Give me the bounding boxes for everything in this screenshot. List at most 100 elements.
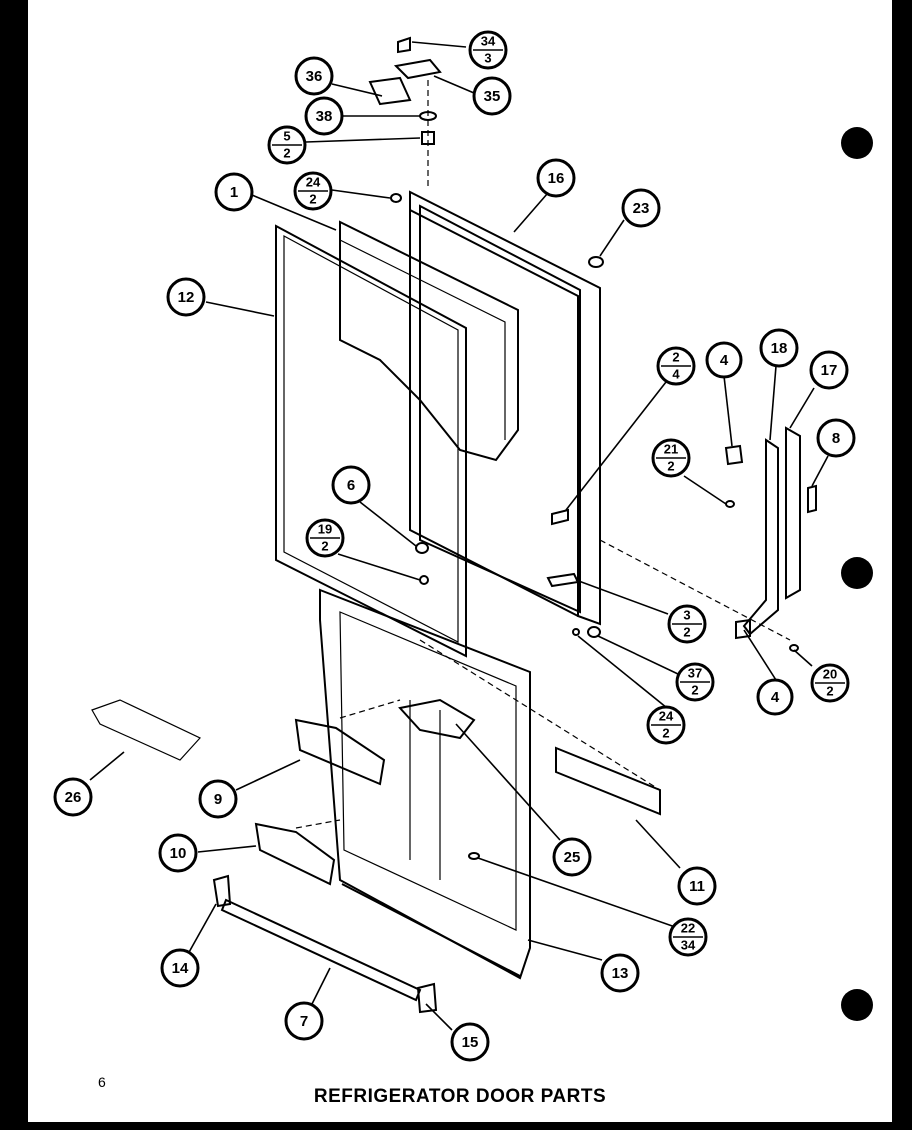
callout-24-2-lower: 242 <box>646 705 686 745</box>
svg-text:2: 2 <box>691 682 698 697</box>
svg-text:3: 3 <box>484 50 491 65</box>
svg-text:21: 21 <box>664 441 678 456</box>
callout-26: 26 <box>53 777 93 817</box>
fastener <box>419 575 429 585</box>
callout-12: 12 <box>166 277 206 317</box>
bin-part-10 <box>254 822 336 886</box>
callout-10: 10 <box>158 833 198 873</box>
callout-14: 14 <box>160 948 200 988</box>
svg-text:16: 16 <box>548 170 565 187</box>
callout-5-2: 52 <box>267 125 307 165</box>
callout-9: 9 <box>198 779 238 819</box>
top-hinge-assembly <box>368 36 442 190</box>
svg-text:11: 11 <box>689 878 705 895</box>
svg-text:37: 37 <box>688 665 702 680</box>
binder-hole-bottom <box>841 989 873 1021</box>
fastener <box>468 852 480 860</box>
callout-3-2: 32 <box>667 604 707 644</box>
callout-6: 6 <box>331 465 371 505</box>
binder-hole-top <box>841 127 873 159</box>
svg-text:2: 2 <box>283 145 290 160</box>
fastener <box>546 572 580 588</box>
lower-door-liner <box>319 588 531 980</box>
svg-text:4: 4 <box>720 352 729 369</box>
binder-hole-middle <box>841 557 873 589</box>
callout-8: 8 <box>816 418 856 458</box>
diagram-title: REFRIGERATOR DOOR PARTS <box>313 1086 607 1107</box>
callout-25: 25 <box>552 837 592 877</box>
callout-16: 16 <box>536 158 576 198</box>
svg-text:1: 1 <box>230 184 238 201</box>
callout-23: 23 <box>621 188 661 228</box>
svg-text:34: 34 <box>681 937 696 952</box>
bracket-part-14 <box>212 874 232 908</box>
svg-text:12: 12 <box>178 289 195 306</box>
bracket-part-15 <box>416 982 438 1014</box>
callout-24-2: 242 <box>293 171 333 211</box>
svg-text:36: 36 <box>306 68 323 85</box>
fastener <box>390 193 402 203</box>
fastener <box>551 508 569 526</box>
svg-text:24: 24 <box>659 708 674 723</box>
svg-text:6: 6 <box>347 477 355 494</box>
page-number: 6 <box>98 1074 106 1090</box>
handle-assembly <box>724 426 817 640</box>
door-gasket <box>275 224 467 658</box>
svg-text:24: 24 <box>306 174 321 189</box>
svg-text:25: 25 <box>564 849 581 866</box>
callout-15: 15 <box>450 1022 490 1062</box>
svg-text:23: 23 <box>633 200 650 217</box>
door-liner-panel <box>339 220 519 462</box>
svg-text:14: 14 <box>172 960 189 977</box>
panel-part-11 <box>555 746 661 816</box>
svg-text:2: 2 <box>667 458 674 473</box>
svg-text:2: 2 <box>672 349 679 364</box>
svg-text:17: 17 <box>821 362 838 379</box>
callout-18: 18 <box>759 328 799 368</box>
kick-plate-part <box>220 898 422 1002</box>
callout-35: 35 <box>472 76 512 116</box>
svg-text:3: 3 <box>683 607 690 622</box>
callout-38: 38 <box>304 96 344 136</box>
svg-text:22: 22 <box>681 920 695 935</box>
svg-text:15: 15 <box>462 1034 479 1051</box>
callout-21-2: 212 <box>651 438 691 478</box>
svg-text:2: 2 <box>321 538 328 553</box>
svg-text:13: 13 <box>612 965 629 982</box>
svg-text:38: 38 <box>316 108 333 125</box>
callout-4-lower: 4 <box>756 678 794 716</box>
callout-17: 17 <box>809 350 849 390</box>
svg-text:35: 35 <box>484 88 501 105</box>
tray-part <box>398 698 476 740</box>
svg-text:19: 19 <box>318 521 332 536</box>
fastener <box>415 542 429 554</box>
shelf-part <box>91 699 201 761</box>
svg-text:2: 2 <box>683 624 690 639</box>
callout-4: 4 <box>705 341 743 379</box>
callout-37-2: 372 <box>675 662 715 702</box>
svg-text:4: 4 <box>771 689 780 706</box>
callout-2-4: 24 <box>656 346 696 386</box>
leader-lines <box>89 41 829 1031</box>
callout-11: 11 <box>677 866 717 906</box>
svg-text:34: 34 <box>481 33 496 48</box>
svg-text:10: 10 <box>170 845 187 862</box>
callout-1: 1 <box>214 172 254 212</box>
svg-text:18: 18 <box>771 340 788 357</box>
bin-part-9 <box>294 718 386 786</box>
callout-19-2: 192 <box>305 518 345 558</box>
svg-text:26: 26 <box>65 789 82 806</box>
svg-text:5: 5 <box>283 128 290 143</box>
svg-text:4: 4 <box>672 366 680 381</box>
svg-text:2: 2 <box>662 725 669 740</box>
svg-text:9: 9 <box>214 791 222 808</box>
callout-34-3: 343 <box>468 30 508 70</box>
callout-13: 13 <box>600 953 640 993</box>
svg-text:8: 8 <box>832 430 840 447</box>
callout-7: 7 <box>284 1001 324 1041</box>
callout-36: 36 <box>294 56 334 96</box>
svg-text:2: 2 <box>826 683 833 698</box>
fastener <box>587 626 601 638</box>
